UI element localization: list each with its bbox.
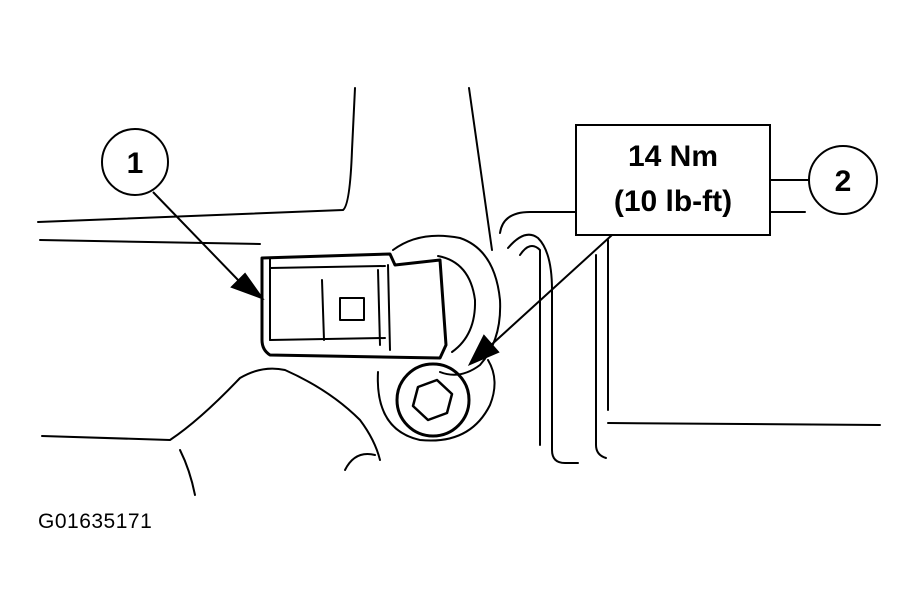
callout-1-arrowhead xyxy=(230,272,265,301)
lower-housing-detail-2 xyxy=(344,453,376,471)
sensor-connector-body xyxy=(260,252,448,360)
mounting-ear xyxy=(376,359,496,442)
callout-2-circle xyxy=(808,145,878,215)
bracket-edge xyxy=(468,87,493,251)
bracket-lower-line xyxy=(39,239,261,245)
mounting-boss-inner xyxy=(437,255,477,353)
lower-housing-outline xyxy=(41,367,381,461)
right-plate-inner xyxy=(507,233,579,464)
callout-2-arrowhead xyxy=(467,334,500,366)
right-plate-inner-2 xyxy=(519,245,541,446)
torque-spec-metric: 14 Nm xyxy=(628,140,718,173)
bolt-washer xyxy=(395,362,471,438)
connector-shroud-line-2 xyxy=(269,337,386,341)
callout-1-number: 1 xyxy=(127,147,144,180)
callout-2-leader xyxy=(467,234,613,366)
right-plate-vertical xyxy=(595,254,607,459)
callout-1-circle xyxy=(101,128,169,196)
connector-latch-tab xyxy=(339,297,365,321)
right-plate-bottom xyxy=(607,422,881,426)
bolt-hex-head xyxy=(411,378,454,422)
right-plate-outline xyxy=(499,211,581,234)
connector-front-line xyxy=(321,279,325,341)
torque-spec-box: 14 Nm (10 lb-ft) xyxy=(575,124,771,236)
connector-rear-line xyxy=(387,264,391,351)
connector-shroud-line xyxy=(269,265,386,269)
figure-id: G01635171 xyxy=(38,510,153,533)
lower-housing-detail xyxy=(179,449,196,496)
connector-latch-line xyxy=(377,269,381,346)
torque-spec-frame xyxy=(575,124,771,236)
callout-2-number: 2 xyxy=(835,165,852,198)
callout-1: 1 xyxy=(101,128,169,196)
torque-spec-imperial: (10 lb-ft) xyxy=(614,185,732,218)
bracket-outline xyxy=(37,87,356,223)
mounting-boss xyxy=(392,234,502,376)
callout-1-leader xyxy=(152,191,265,301)
callout-2: 2 xyxy=(808,145,878,215)
